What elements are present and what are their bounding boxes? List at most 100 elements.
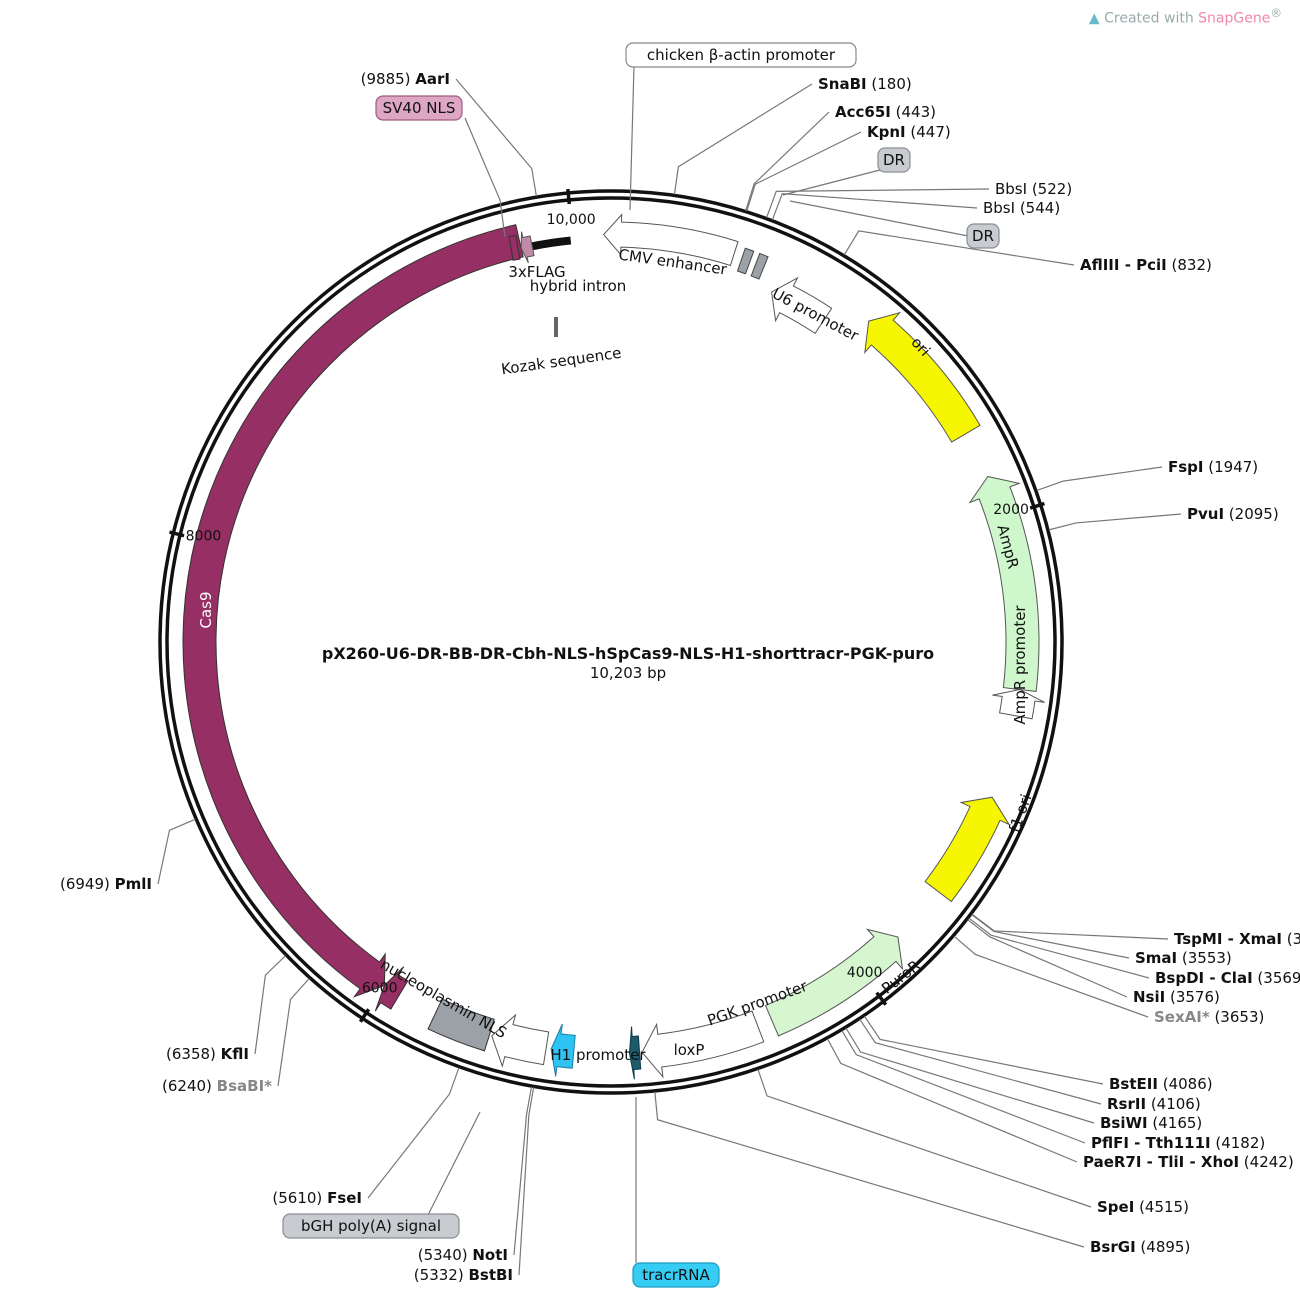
site-label-pmli[interactable]: (6949) PmlI xyxy=(60,875,152,893)
bgh-leader xyxy=(427,1111,481,1216)
sv40-leader xyxy=(464,117,506,238)
site-leader xyxy=(654,1091,1085,1248)
site-leader xyxy=(367,1067,460,1199)
site-label-bsrgi[interactable]: BsrGI (4895) xyxy=(1090,1238,1190,1256)
tick-label-4000: 4000 xyxy=(847,965,883,981)
cba-leader xyxy=(629,65,635,211)
site-leader xyxy=(971,913,1169,940)
tick-label-8000: 8000 xyxy=(186,528,222,544)
cba-box[interactable] xyxy=(625,42,857,68)
site-leader xyxy=(859,1018,1102,1105)
site-label-acc65i[interactable]: Acc65I (443) xyxy=(835,103,936,121)
site-leader xyxy=(845,1027,1095,1124)
site-label-bstbi[interactable]: (5332) BstBI xyxy=(414,1266,513,1284)
site-label-bsteii[interactable]: BstEII (4086) xyxy=(1109,1075,1213,1093)
tick-mark-4000 xyxy=(875,991,888,1006)
f1-ori-feature[interactable] xyxy=(924,796,1011,903)
site-label-bsabi-[interactable]: (6240) BsaBI* xyxy=(162,1077,272,1095)
credit-mark: ® xyxy=(1270,6,1282,20)
ampr-feature[interactable] xyxy=(968,475,1040,692)
hybrid-intron-feature[interactable] xyxy=(529,236,572,251)
restriction-site-layer: (9885) AarI SnaBI (180) Acc65I (443) KpnI (… xyxy=(60,70,1300,1284)
tracrrna-feature[interactable] xyxy=(550,1023,576,1077)
site-label-spei[interactable]: SpeI (4515) xyxy=(1097,1198,1189,1216)
site-label-fsei[interactable]: (5610) FseI xyxy=(272,1189,362,1207)
dr2-box[interactable] xyxy=(966,223,1000,249)
nucleoplasmin-nls-feature[interactable] xyxy=(374,966,409,1012)
site-label-smai[interactable]: SmaI (3553) xyxy=(1135,949,1232,967)
site-leader xyxy=(254,955,286,1055)
site-leader xyxy=(766,188,990,218)
cmv-enhancer-feature[interactable] xyxy=(602,213,739,267)
puror-feature[interactable] xyxy=(764,928,904,1037)
h1-promoter-feature[interactable] xyxy=(491,1013,550,1068)
site-label-rsrii[interactable]: RsrII (4106) xyxy=(1107,1095,1201,1113)
plasmid-title-group: pX260-U6-DR-BB-DR-Cbh-NLS-hSpCas9-NLS-H1… xyxy=(322,644,934,682)
ampr-promoter-feature[interactable] xyxy=(992,689,1045,720)
site-leader xyxy=(746,131,862,212)
plasmid-name: pX260-U6-DR-BB-DR-Cbh-NLS-hSpCas9-NLS-H1… xyxy=(322,644,934,663)
site-label-tspmi-xmai[interactable]: TspMI - XmaI (3551) xyxy=(1174,930,1300,948)
hybrid-intron-label: hybrid intron xyxy=(530,277,627,295)
site-leader xyxy=(1036,466,1163,492)
bgh-box[interactable] xyxy=(282,1213,460,1239)
3xflag-label: 3xFLAG xyxy=(508,263,565,281)
h1-promoter-label: H1 promoter xyxy=(550,1046,646,1064)
site-label-kfli[interactable]: (6358) KflI xyxy=(166,1045,249,1063)
cas9-label: Cas9 xyxy=(197,591,215,628)
site-leader xyxy=(513,1086,533,1256)
site-label-nsii[interactable]: NsiI (3576) xyxy=(1133,988,1220,1006)
tracr-box[interactable] xyxy=(632,1262,720,1288)
loxp-feature[interactable] xyxy=(628,1026,642,1080)
snapgene-credit: ▲ Created with SnapGene® xyxy=(1089,6,1282,27)
site-label-aari[interactable]: (9885) AarI xyxy=(361,70,450,88)
f1-ori-label: f1 ori xyxy=(1005,792,1035,835)
site-leader xyxy=(157,818,196,885)
site-label-paer7i-tlii-xhoi[interactable]: PaeR7I - TliI - XhoI (4242) xyxy=(1083,1153,1294,1171)
site-leader xyxy=(518,1087,535,1276)
backbone xyxy=(158,189,1064,1095)
site-leader xyxy=(673,83,813,195)
3xflag-feature[interactable] xyxy=(520,231,535,264)
site-label-sexai-[interactable]: SexAI* (3653) xyxy=(1154,1008,1264,1026)
tick-label-10000: 10,000 xyxy=(547,212,596,228)
site-label-bsiwi[interactable]: BsiWI (4165) xyxy=(1100,1114,1202,1132)
cas9-feature[interactable] xyxy=(182,224,524,998)
dr-feature-b[interactable] xyxy=(736,247,755,275)
sv40-box[interactable] xyxy=(375,95,463,121)
ampr-promoter-label: AmpR promoter xyxy=(1011,605,1029,725)
site-label-pvui[interactable]: PvuI (2095) xyxy=(1187,505,1279,523)
u6-promoter-feature[interactable] xyxy=(771,276,833,335)
dr1-box[interactable] xyxy=(877,147,911,173)
site-label-bbsi[interactable]: BbsI (522) xyxy=(995,180,1072,198)
site-label-afliii-pcii[interactable]: AflIII - PciI (832) xyxy=(1080,256,1212,274)
site-label-kpni[interactable]: KpnI (447) xyxy=(867,123,951,141)
credit-brand: SnapGene xyxy=(1198,10,1271,27)
ori-feature[interactable] xyxy=(864,311,981,443)
site-leader xyxy=(745,111,830,211)
site-leader xyxy=(1048,513,1182,531)
site-leader xyxy=(826,1038,1078,1163)
site-label-bbsi[interactable]: BbsI (544) xyxy=(983,199,1060,217)
loxp-label: loxP xyxy=(674,1041,705,1059)
bgh-polya-feature[interactable] xyxy=(427,998,495,1052)
dr-feature-a[interactable] xyxy=(750,252,769,280)
site-leader xyxy=(971,914,1130,959)
tick-label-2000: 2000 xyxy=(993,502,1029,518)
site-label-snabi[interactable]: SnaBI (180) xyxy=(818,75,912,93)
pgk-promoter-feature[interactable] xyxy=(641,1010,765,1079)
site-leader xyxy=(843,230,1075,266)
site-label-bspdi-clai[interactable]: BspDI - ClaI (3569) xyxy=(1155,969,1300,987)
site-label-pflfi-tth111i[interactable]: PflFI - Tth111I (4182) xyxy=(1091,1134,1265,1152)
site-label-noti[interactable]: (5340) NotI xyxy=(418,1246,508,1264)
site-leader xyxy=(455,78,537,197)
tick-mark-8000 xyxy=(169,530,185,538)
credit-prefix: Created with xyxy=(1104,10,1199,27)
dr2-leader xyxy=(789,200,969,237)
bgh-box-label: bGH poly(A) signal xyxy=(301,1217,441,1235)
site-label-fspi[interactable]: FspI (1947) xyxy=(1168,458,1258,476)
sv40-box-label: SV40 NLS xyxy=(383,99,456,117)
snapgene-logo-icon: ▲ xyxy=(1088,10,1100,27)
sv40-nls-feature[interactable] xyxy=(508,234,521,261)
